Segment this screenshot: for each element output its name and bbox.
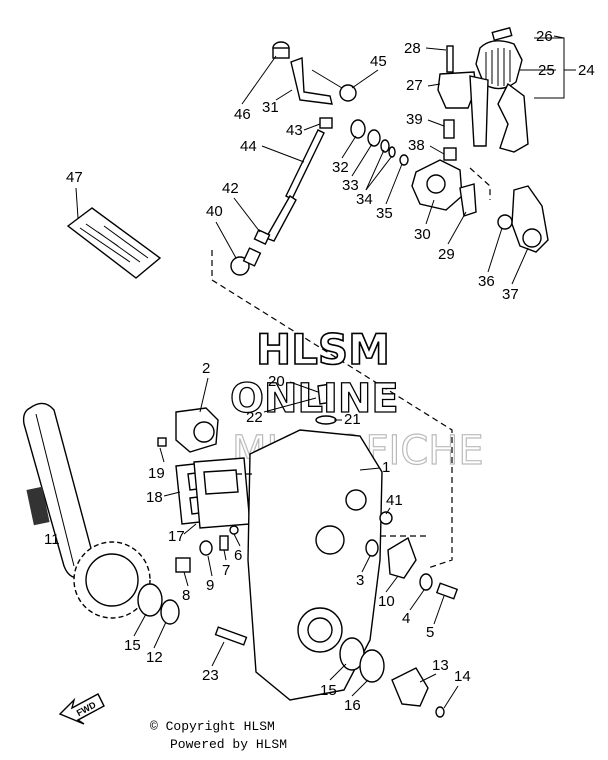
callout: 28 <box>404 40 421 57</box>
callout: 6 <box>234 547 242 564</box>
callout: 12 <box>146 649 163 666</box>
callout: 15 <box>320 682 337 699</box>
callout: 43 <box>286 122 303 139</box>
callout: 44 <box>240 138 257 155</box>
part-19-bolt <box>157 437 167 447</box>
part-24-lever <box>497 82 529 153</box>
part-34-washer <box>380 139 390 153</box>
callout: 38 <box>408 137 425 154</box>
callout: 34 <box>356 191 373 208</box>
callout: 42 <box>222 180 239 197</box>
watermark-line1: HLSM <box>256 325 390 374</box>
callout: 37 <box>502 286 519 303</box>
part-28-screw <box>446 45 454 73</box>
part-9-washer <box>199 540 213 556</box>
callout: 46 <box>234 106 251 123</box>
callout: 24 <box>578 62 595 79</box>
callout: 45 <box>370 53 387 70</box>
callout: 31 <box>262 99 279 116</box>
transmission-assembly <box>22 383 459 718</box>
part-23-bolt <box>214 626 248 646</box>
callout: 21 <box>344 411 361 428</box>
leader-lines <box>75 35 565 709</box>
callout: 7 <box>222 562 230 579</box>
part-14-clip <box>435 706 445 718</box>
callout: 40 <box>206 203 223 220</box>
callout: 1 <box>382 459 390 476</box>
callout: 41 <box>386 492 403 509</box>
callout: 32 <box>332 159 349 176</box>
callout: 2 <box>202 360 210 377</box>
part-33-washer <box>367 129 381 147</box>
part-42-nut <box>253 229 271 245</box>
callout: 27 <box>406 77 423 94</box>
part-3-washer <box>365 539 379 557</box>
callout: 22 <box>246 409 263 426</box>
part-31-lever <box>290 57 333 105</box>
callout: 19 <box>148 465 165 482</box>
part-27-arm <box>469 75 489 147</box>
part-16-seal <box>359 649 385 683</box>
callout: 13 <box>432 657 449 674</box>
part-26-cap <box>491 26 513 42</box>
part-47-decal <box>66 207 162 279</box>
part-46-body <box>272 47 290 59</box>
part-29-plate <box>459 183 477 217</box>
callout: 15 <box>124 637 141 654</box>
part-41-nut <box>379 511 393 525</box>
callout: 36 <box>478 273 495 290</box>
callout: 35 <box>376 205 393 222</box>
part-4-washer <box>419 573 433 591</box>
part-39-bolt <box>443 119 455 139</box>
part-20-breather <box>317 383 333 405</box>
callout: 39 <box>406 111 423 128</box>
callout: 29 <box>438 246 455 263</box>
callout: 16 <box>344 697 361 714</box>
fwd-arrow-icon: FWD <box>58 693 105 725</box>
callout: 8 <box>182 587 190 604</box>
watermark-line2: ONLINE <box>230 376 399 422</box>
part-44-rod-lower <box>264 195 297 242</box>
part-43-collar <box>319 117 333 129</box>
callout: 17 <box>168 528 185 545</box>
callout: 3 <box>356 572 364 589</box>
callout: 23 <box>202 667 219 684</box>
callout: 5 <box>426 624 434 641</box>
callout: 10 <box>378 593 395 610</box>
callout: 4 <box>402 610 410 627</box>
linkage-assembly <box>211 41 453 569</box>
part-35-clip <box>399 154 409 166</box>
callout: 14 <box>454 668 471 685</box>
callout: 30 <box>414 226 431 243</box>
part-7-spring <box>219 535 229 551</box>
footer-copyright: © Copyright HLSM <box>150 719 275 734</box>
footer-powered: Powered by HLSM <box>170 737 288 752</box>
part-13-shaft <box>391 667 429 707</box>
shift-lever-assembly <box>411 26 576 253</box>
part-8-plug <box>175 557 191 573</box>
part-15-bearing-left <box>137 583 163 617</box>
part-45-balljoint <box>339 84 357 102</box>
part-12-seal <box>160 599 180 625</box>
part-34b-washer <box>388 146 396 158</box>
part-38-bushing <box>443 147 457 161</box>
part-6-ball <box>229 525 239 535</box>
part-44-rod <box>285 129 325 200</box>
callout: 33 <box>342 177 359 194</box>
callout: 47 <box>66 169 83 186</box>
part-11-links <box>26 486 50 526</box>
callout: 9 <box>206 577 214 594</box>
part-32-washer <box>350 119 366 139</box>
part-36-nut <box>497 214 513 230</box>
callout: 18 <box>146 489 163 506</box>
part-27-bracket <box>437 71 477 109</box>
callout: 20 <box>268 373 285 390</box>
part-5-bolt <box>435 582 459 600</box>
callout: 11 <box>44 531 60 548</box>
part-10-arm <box>387 536 417 579</box>
callout: 26 <box>536 28 553 45</box>
